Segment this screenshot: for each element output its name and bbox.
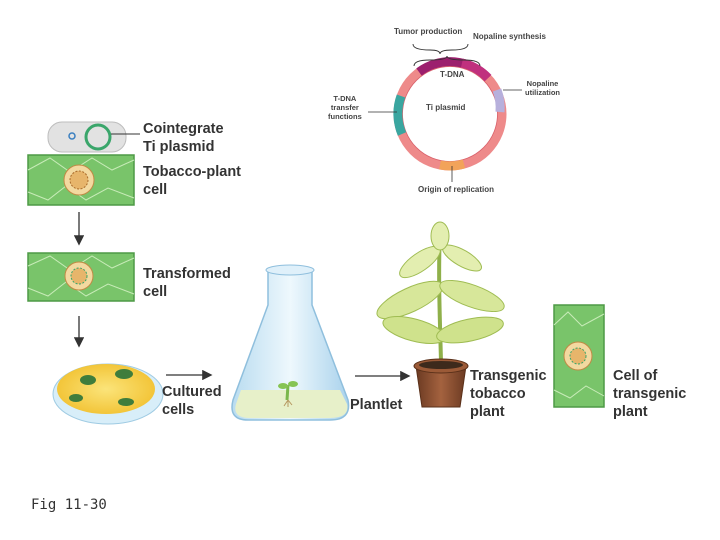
transgenic-cell-label: Cell of transgenic plant — [613, 368, 687, 420]
nopaline-utilization-label: Nopaline utilization — [525, 79, 560, 97]
transformed-cell-label: Transformed cell — [143, 266, 231, 300]
nopaline-synthesis-segment — [460, 58, 492, 82]
plantlet-label: Plantlet — [350, 397, 403, 413]
figure-caption: Fig 11-30 — [31, 497, 107, 513]
nopaline-synthesis-label: Nopaline synthesis — [473, 32, 546, 41]
cell-cluster — [80, 375, 96, 385]
plantlet — [278, 381, 298, 407]
t-dna-label: T-DNA — [440, 70, 465, 79]
leaf — [430, 221, 450, 251]
transfer-functions-label: T-DNA transfer functions — [328, 94, 362, 121]
transgenic-plant-cell — [553, 304, 605, 408]
bacterial-chromosome — [68, 132, 76, 140]
plasmid-ring-inner-line — [402, 66, 498, 162]
cointegrate-label: Cointegrate Ti plasmid — [143, 121, 224, 155]
transformed-cell — [27, 252, 135, 302]
transgenic-tobacco-plant — [376, 221, 505, 408]
leaf — [439, 279, 505, 313]
cell-cluster — [118, 398, 134, 406]
culture-flask — [231, 264, 350, 421]
transfer-functions-segment — [393, 94, 407, 136]
cell-cluster — [115, 369, 133, 379]
ti-plasmid-map — [368, 43, 522, 182]
origin-segment — [439, 159, 466, 171]
transgenic-plant-label: Transgenic tobacco plant — [470, 368, 547, 420]
tobacco-cell-label: Tobacco-plant cell — [143, 164, 242, 198]
cell-cluster — [69, 394, 83, 402]
leaf — [436, 316, 504, 344]
origin-label: Origin of replication — [418, 185, 495, 194]
nopaline-utilization-segment — [492, 88, 505, 113]
petri-dish — [52, 363, 164, 425]
tumor-production-bracket — [412, 43, 469, 55]
cultured-cells-label: Cultured cells — [162, 384, 222, 418]
ti-plasmid-label: Ti plasmid — [426, 103, 466, 112]
t-dna-bracket — [413, 55, 481, 67]
cointegrate-plasmid — [84, 123, 112, 151]
leaf — [382, 316, 446, 344]
tobacco-plant-cell — [27, 154, 135, 206]
agrobacterium-with-cointegrate — [47, 121, 140, 153]
tumor-production-label: Tumor production — [394, 27, 463, 36]
